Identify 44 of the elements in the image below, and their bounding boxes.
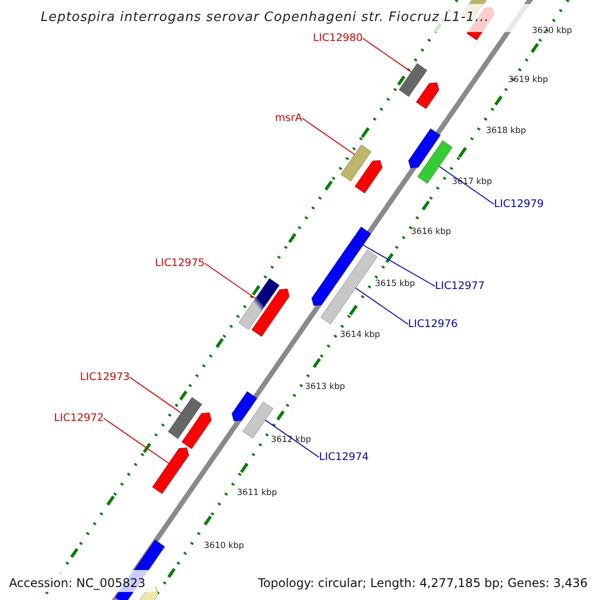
scale-label: 3620 kbp	[532, 27, 572, 36]
gene-label: msrA	[275, 113, 302, 124]
leader-line	[355, 288, 408, 325]
leader-line	[362, 244, 436, 287]
gene-block	[408, 128, 441, 168]
gene-bar	[340, 144, 372, 182]
gene-label: LIC12979	[494, 199, 544, 210]
scale-label: 3611 kbp	[237, 489, 278, 498]
leader-line	[129, 376, 182, 414]
gene-block	[311, 234, 366, 306]
leader-line	[204, 262, 256, 299]
gene-block	[251, 288, 290, 338]
leader-line	[302, 118, 356, 155]
genome-info-text: Topology: circular; Length: 4,277,185 bp; Genes: 3,436	[258, 577, 588, 589]
gene-label: LIC12977	[435, 281, 485, 292]
leader-line	[264, 420, 320, 458]
scale-label: 3614 kbp	[340, 331, 380, 340]
gene-bar	[238, 278, 280, 330]
gene-block	[152, 447, 190, 494]
gene-block	[181, 412, 212, 450]
scale-label: 3618 kbp	[486, 127, 526, 136]
scale-label: 3613 kbp	[305, 383, 346, 392]
gene-block	[354, 160, 383, 194]
accession-text: Accession: NC_005823	[9, 577, 146, 589]
scale-label: 3610 kbp	[204, 542, 244, 550]
gene-bar	[398, 62, 428, 98]
gene-label: LIC12975	[155, 258, 205, 268]
genome-title: Leptospira interrogans serovar Copenhageni str. Fiocruz L1-1...	[40, 11, 490, 24]
gene-label: LIC12973	[80, 372, 130, 382]
gene-bar	[168, 396, 202, 440]
scale-label: 3612 kbp	[271, 436, 312, 444]
gene-block	[231, 390, 258, 422]
gene-label: LIC12980	[313, 33, 363, 44]
leader-line	[362, 38, 412, 72]
scale-label: 3615 kbp	[375, 280, 416, 288]
leader-line	[438, 166, 494, 205]
gene-bar	[417, 140, 453, 184]
gene-label: LIC12974	[319, 452, 369, 462]
leader-line	[103, 418, 170, 464]
gene-label: LIC12976	[408, 319, 458, 330]
gene-block	[416, 82, 440, 110]
scale-label: 3616 kbp	[411, 228, 452, 236]
scale-label: 3619 kbp	[508, 76, 548, 84]
gene-label: LIC12972	[54, 413, 104, 424]
